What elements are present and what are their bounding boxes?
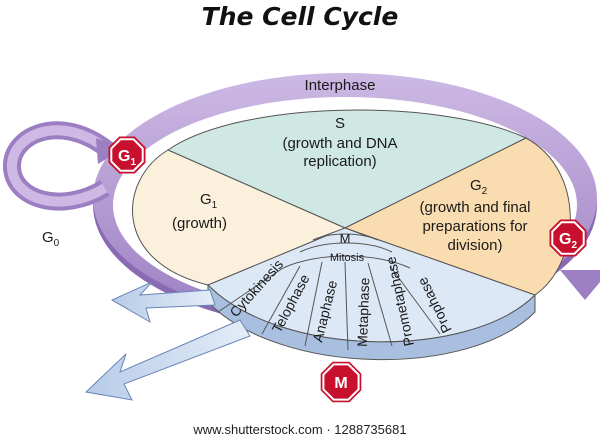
checkpoint-octagon [320, 361, 362, 403]
stage-divider [389, 265, 441, 335]
phase-disc [131, 109, 571, 360]
s-phase-line1: (growth and DNA [282, 135, 397, 152]
mitosis-stage-metaphase: Metaphase [354, 277, 372, 347]
g0-loop-highlight [7, 125, 112, 207]
g2-phase-name: G2 [470, 177, 488, 197]
g0-letter: G [42, 229, 54, 246]
s-phase-name: S [335, 115, 345, 132]
checkpoint-octagon [108, 136, 146, 174]
diagram-title: The Cell Cycle [201, 2, 399, 31]
stage-divider [344, 261, 349, 351]
g2-phase-line2: preparations for [422, 218, 527, 235]
g1-phase-wedge [131, 149, 347, 286]
ring-arrowhead [560, 270, 600, 300]
checkpoint-m-icon: M [320, 361, 362, 403]
g0-label: G0 [42, 229, 60, 249]
m-cap [312, 227, 379, 241]
footer-credit: www.shutterstock.com · 1288735681 [193, 422, 407, 437]
stage-divider [217, 267, 284, 313]
g2-phase-line3: division) [447, 237, 502, 254]
stage-divider [304, 261, 323, 347]
m-label: M [340, 231, 351, 246]
checkpoint-octagon-border [110, 138, 144, 172]
g2-phase-subscript: 2 [482, 186, 488, 197]
checkpoint-g2-label: G2 [559, 231, 577, 251]
lower-daughter-arrow [84, 319, 251, 401]
s-phase-line2: replication) [303, 153, 376, 170]
stage-divider [367, 262, 393, 347]
checkpoint-octagon-border [322, 363, 360, 401]
upper-daughter-arrow [110, 281, 216, 324]
mitosis-outer-arc [282, 255, 411, 269]
g1-phase-line1: (growth) [172, 215, 227, 232]
checkpoint-g2-icon: G2 [549, 219, 587, 257]
checkpoint-octagon-border [551, 221, 585, 255]
g1-phase-subscript: 1 [212, 200, 218, 211]
checkpoint-g1-icon: G1 [108, 136, 146, 174]
checkpoint-m-label: M [334, 375, 347, 392]
mitosis-wedge-edge [207, 283, 536, 360]
g0-subscript: 0 [54, 238, 60, 249]
checkpoint-g1-label: G1 [118, 148, 136, 168]
checkpoint-octagon [549, 219, 587, 257]
g2-phase-wedge [343, 137, 571, 296]
s-phase-wedge [166, 109, 528, 229]
cytokinesis-arrows [84, 281, 251, 401]
g2-phase-line1: (growth and final [420, 199, 531, 216]
g2-phase-letter: G [470, 177, 482, 194]
stage-divider [261, 265, 301, 335]
interphase-label: Interphase [305, 77, 376, 94]
g1-phase-name: G1 [200, 191, 218, 211]
mitosis-inner-arc [299, 242, 393, 253]
mitosis-label: Mitosis [330, 252, 365, 264]
g1-phase-letter: G [200, 191, 212, 208]
